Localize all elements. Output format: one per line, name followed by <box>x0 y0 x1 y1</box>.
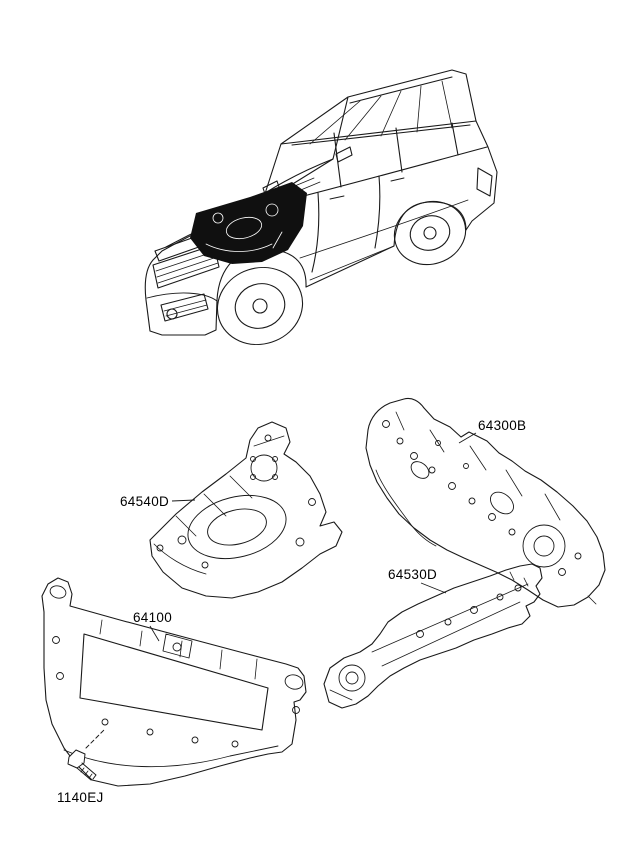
engine-bay-detail-lines <box>205 203 283 252</box>
part-label-64530D[interactable]: 64530D <box>388 567 437 582</box>
roof-rack-slats <box>309 80 453 145</box>
part-label-64300B[interactable]: 64300B <box>478 418 526 433</box>
part-label-64540D[interactable]: 64540D <box>120 494 169 509</box>
leader-64530D <box>420 582 447 594</box>
rear-door-line <box>374 175 381 249</box>
bolt-head <box>67 749 86 769</box>
dash-panel-holes <box>382 420 582 576</box>
radiator-support-holes <box>49 585 304 748</box>
dash-panel-ribs <box>375 411 597 605</box>
bolt-leader-dashed <box>85 729 105 749</box>
part-labels: 64300B 64540D 64530D 64100 1140EJ <box>57 418 526 805</box>
radiator-support-rib-ticks <box>99 619 258 680</box>
part-label-64100[interactable]: 64100 <box>133 610 172 625</box>
bolt-threads <box>80 767 93 779</box>
fender-apron-outline <box>149 421 343 599</box>
fender-apron-wheelhouse <box>187 495 287 559</box>
lower-intake-slats <box>163 299 208 317</box>
leader-64300B <box>458 432 477 444</box>
side-member-holes <box>338 584 522 692</box>
rear-wheel <box>393 200 467 266</box>
part-label-1140EJ[interactable]: 1140EJ <box>57 790 104 805</box>
leader-64100 <box>149 625 160 642</box>
front-door-line <box>311 192 320 273</box>
d-pillar <box>451 122 459 156</box>
vehicle-roof-outline <box>280 69 477 145</box>
part-drawing-64530D <box>323 563 543 709</box>
lower-intake <box>160 293 209 322</box>
leader-lines <box>149 432 477 642</box>
body-crease-line <box>299 199 469 259</box>
leader-64540D <box>171 499 196 502</box>
dash-panel-outline <box>365 397 606 608</box>
side-member-outline <box>323 563 543 709</box>
fender-apron-strut-tower <box>250 454 278 482</box>
door-handles <box>329 177 405 200</box>
fender-apron-holes <box>156 434 316 569</box>
radiator-support-latch <box>162 633 193 659</box>
side-member-ribs <box>329 571 529 701</box>
bumper-top-line <box>146 292 218 302</box>
grille-outline <box>152 244 220 289</box>
part-drawing-64300B <box>365 397 606 608</box>
tail-lamp <box>476 167 493 197</box>
far-mirror <box>335 146 353 163</box>
radiator-support-opening <box>79 633 269 731</box>
vehicle-illustration <box>144 69 498 346</box>
roof-rack-far-rail <box>349 76 453 104</box>
rocker-line <box>309 245 395 281</box>
fender-apron-ribs <box>153 435 285 575</box>
c-pillar <box>395 127 403 173</box>
roof-rack-near-rail <box>291 124 471 146</box>
front-wheel <box>216 266 304 346</box>
bolt-illustration <box>67 729 105 781</box>
engine-bay-highlight <box>190 182 307 264</box>
radiator-support-lower-lip <box>63 745 279 768</box>
part-drawing-64540D <box>149 421 343 599</box>
